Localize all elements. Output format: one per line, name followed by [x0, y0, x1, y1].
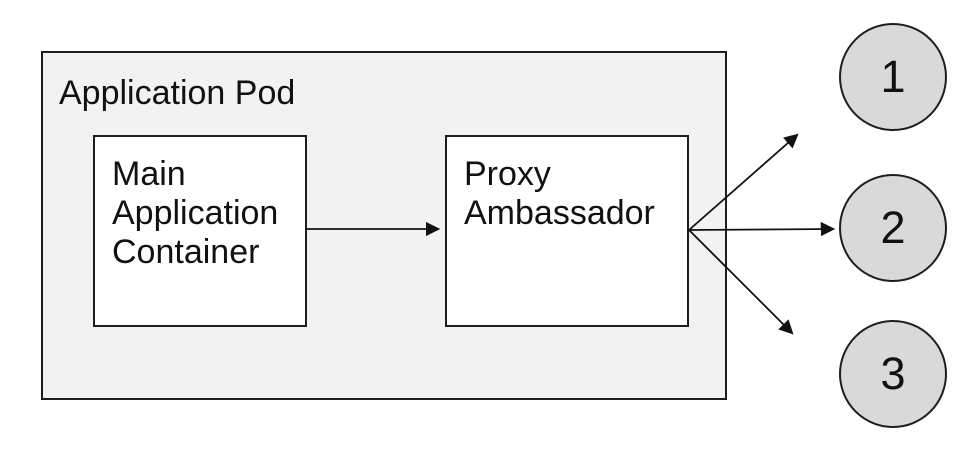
- node-proxy-ambassador: Proxy Ambassador: [445, 135, 689, 327]
- endpoint-circle-2: 2: [839, 174, 947, 282]
- node-label-line: Ambassador: [464, 194, 655, 232]
- application-pod-label: Application Pod: [59, 74, 296, 112]
- endpoint-circle-3: 3: [839, 320, 947, 428]
- endpoint-label: 2: [880, 202, 906, 253]
- node-main-application-container: Main Application Container: [93, 135, 307, 327]
- application-pod-box: Application Pod Main Application Contain…: [41, 51, 727, 400]
- node-label-line: Container: [112, 233, 260, 271]
- endpoint-label: 3: [880, 348, 906, 399]
- endpoint-circle-1: 1: [839, 23, 947, 131]
- node-label-line: Application: [112, 194, 279, 232]
- node-label-line: Main: [112, 155, 186, 193]
- node-label-line: Proxy: [464, 155, 551, 193]
- endpoint-label: 1: [880, 51, 906, 102]
